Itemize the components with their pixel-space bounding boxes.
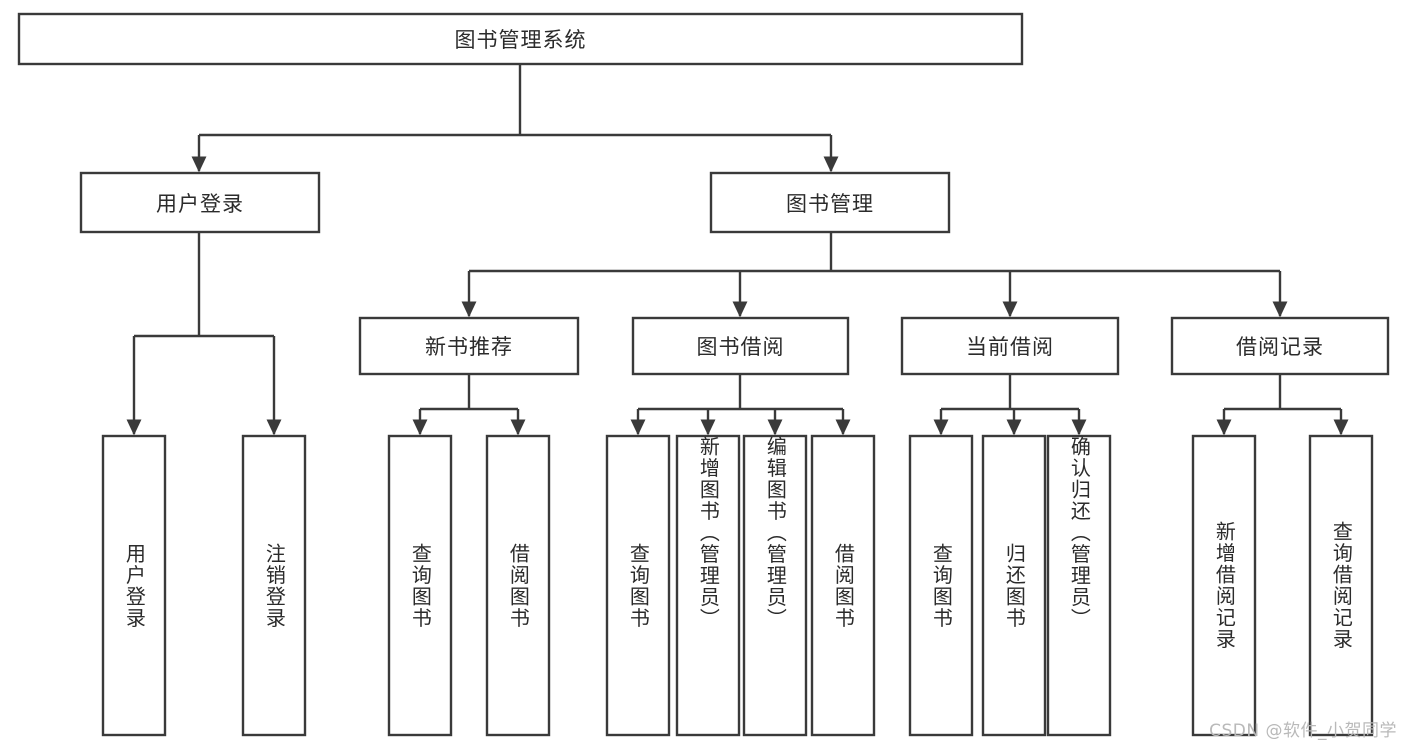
- node-root-box[interactable]: [17, 12, 1024, 66]
- leaf-user-logout-box[interactable]: [241, 434, 307, 737]
- node-book-borrow-box[interactable]: [631, 316, 850, 376]
- leaf-edit-book-box[interactable]: [742, 434, 808, 737]
- leaf-query-book-1-box[interactable]: [387, 434, 453, 737]
- node-user-login-box[interactable]: [79, 171, 321, 234]
- leaf-add-book-box[interactable]: [675, 434, 741, 737]
- leaf-borrow-book-1-box[interactable]: [485, 434, 551, 737]
- node-new-book-recommend-box[interactable]: [358, 316, 580, 376]
- node-book-manage-box[interactable]: [709, 171, 951, 234]
- leaf-add-record-box[interactable]: [1191, 434, 1257, 737]
- leaf-query-record-box[interactable]: [1308, 434, 1374, 737]
- leaf-query-book-2-box[interactable]: [605, 434, 671, 737]
- node-borrow-record-box[interactable]: [1170, 316, 1390, 376]
- leaf-user-login-box[interactable]: [101, 434, 167, 737]
- leaf-return-book-box[interactable]: [981, 434, 1047, 737]
- leaf-confirm-return-box[interactable]: [1046, 434, 1112, 737]
- leaf-borrow-book-2-box[interactable]: [810, 434, 876, 737]
- node-current-borrow-box[interactable]: [900, 316, 1120, 376]
- leaf-query-book-3-box[interactable]: [908, 434, 974, 737]
